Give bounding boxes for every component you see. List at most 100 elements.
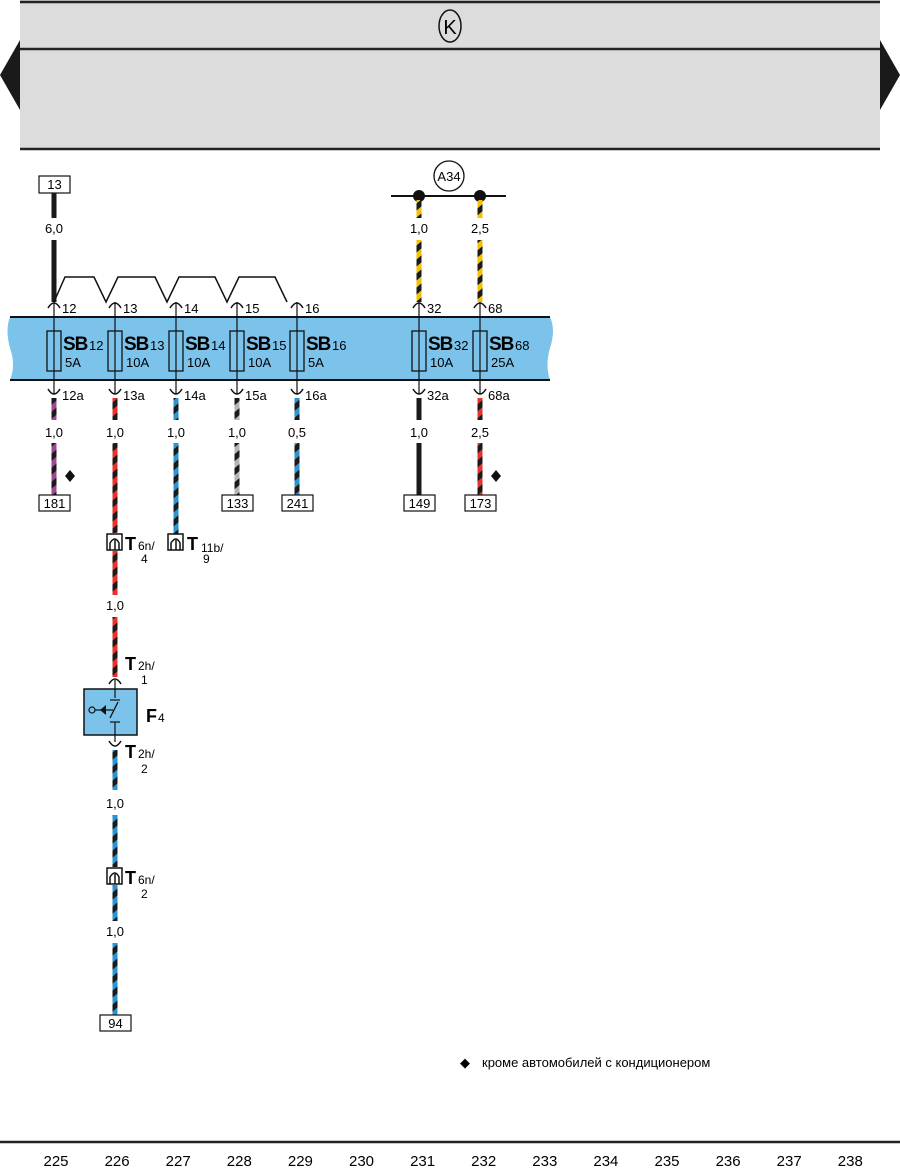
fuse-icon: [411, 330, 427, 372]
wire-size-label: 1,0: [45, 425, 63, 440]
destination-box: [38, 494, 71, 512]
footer-number: 234: [593, 1153, 618, 1168]
output-wire: [294, 398, 300, 420]
fuse-label: SB: [306, 334, 331, 355]
destination-94[interactable]: 94: [99, 1014, 132, 1032]
wire-size-label: 2,5: [471, 221, 489, 236]
connector-pin-label: 9: [203, 552, 210, 566]
destination-133[interactable]: 133: [221, 494, 254, 512]
destination-181[interactable]: 181: [38, 494, 71, 512]
connector-sub-label: 2h/: [138, 659, 155, 673]
connector-t6n-2[interactable]: T 6n/ 2: [106, 867, 155, 901]
output-pin-label: 13a: [123, 388, 145, 403]
bus-label: A34: [437, 169, 460, 184]
header-symbol: K: [443, 17, 457, 39]
connector-t2h-1[interactable]: T 2h/ 1: [108, 654, 155, 687]
output-pin-label: 32a: [427, 388, 449, 403]
fuse-rating: 25A: [491, 355, 514, 370]
output-pin-label: 14a: [184, 388, 206, 403]
connector-pin-icon: [170, 538, 181, 550]
wire-red: [112, 551, 118, 595]
footer-number: 235: [654, 1153, 679, 1168]
bus-node: [413, 190, 425, 202]
input-pin-label: 68: [488, 301, 502, 316]
input-pin-label: 14: [184, 301, 198, 316]
actuator-arrow-icon: [100, 705, 106, 715]
destination-label: 181: [44, 496, 66, 511]
fuse-rating: 10A: [187, 355, 210, 370]
destination-label: 149: [409, 496, 431, 511]
wire-size-label: 6,0: [45, 221, 63, 236]
footer-number: 231: [410, 1153, 435, 1168]
fuse-panel: [7, 316, 553, 381]
fuse-label: SB: [428, 334, 453, 355]
fuse-rating: 10A: [248, 355, 271, 370]
output-pin-icon: [47, 388, 61, 395]
connector-sub-label: 6n/: [138, 539, 155, 553]
output-wire: [477, 443, 483, 495]
output-pin-icon: [230, 388, 244, 395]
destination-241[interactable]: 241: [281, 494, 314, 512]
destination-label: 94: [108, 1016, 122, 1031]
fuse-icon: [289, 330, 305, 372]
fuse-icon: [46, 330, 62, 372]
output-wire: [51, 443, 57, 495]
output-pin-icon: [108, 388, 122, 395]
destination-label: 173: [470, 496, 492, 511]
output-pin-label: 12a: [62, 388, 84, 403]
fuse-rating: 5A: [65, 355, 81, 370]
destination-box: [221, 494, 254, 512]
output-pin-label: 15a: [245, 388, 267, 403]
wire-size-label: 1,0: [410, 425, 428, 440]
output-wire: [477, 398, 483, 420]
input-pin-label: 12: [62, 301, 76, 316]
fuse-label: SB: [246, 334, 271, 355]
connector-t2h-2[interactable]: T 2 2h/ 2: [108, 740, 155, 776]
component-f4[interactable]: F 4: [83, 680, 165, 742]
output-pin-label: 16a: [305, 388, 327, 403]
output-pin-label: 68a: [488, 388, 510, 403]
input-pin-label: 13: [123, 301, 137, 316]
bridge-link: [53, 276, 288, 304]
connector-pin-label: 4: [141, 552, 148, 566]
fuse-rating: 10A: [430, 355, 453, 370]
bus-wire: [416, 240, 422, 302]
connector-sub-label: 11b/: [201, 541, 224, 555]
footer-number: 230: [349, 1153, 374, 1168]
wire-blue: [112, 885, 118, 921]
connector-arc-icon: [108, 678, 122, 685]
output-wire: [234, 398, 240, 420]
connector-t11b-9[interactable]: T 11b/ 9: [167, 533, 224, 566]
output-pin-icon: [473, 388, 487, 395]
legend-text: кроме автомобилей с кондиционером: [482, 1055, 710, 1070]
note-diamond-icon: [491, 470, 501, 482]
connector-t6n-4[interactable]: T 6n/ 4: [106, 533, 155, 566]
bus-node: [474, 190, 486, 202]
destination-label: 241: [287, 496, 309, 511]
left-arrow-icon: [0, 40, 20, 110]
output-wire: [294, 443, 300, 495]
output-wire: [173, 398, 179, 420]
destination-149[interactable]: 149: [403, 494, 436, 512]
legend-diamond-icon: ◆: [460, 1055, 470, 1070]
terminal-label: 13: [47, 177, 61, 192]
footer-number: 228: [227, 1153, 252, 1168]
destination-box: [403, 494, 436, 512]
wire-size-label: 1,0: [106, 796, 124, 811]
bus-label-circle: [433, 160, 465, 192]
wire-red: [112, 617, 118, 677]
destination-173[interactable]: 173: [464, 494, 497, 512]
header-symbol-circle: [438, 9, 462, 43]
footer-number: 237: [777, 1153, 802, 1168]
supply-terminal: 13 6,0: [38, 175, 288, 304]
wire-size-label: 1,0: [228, 425, 246, 440]
